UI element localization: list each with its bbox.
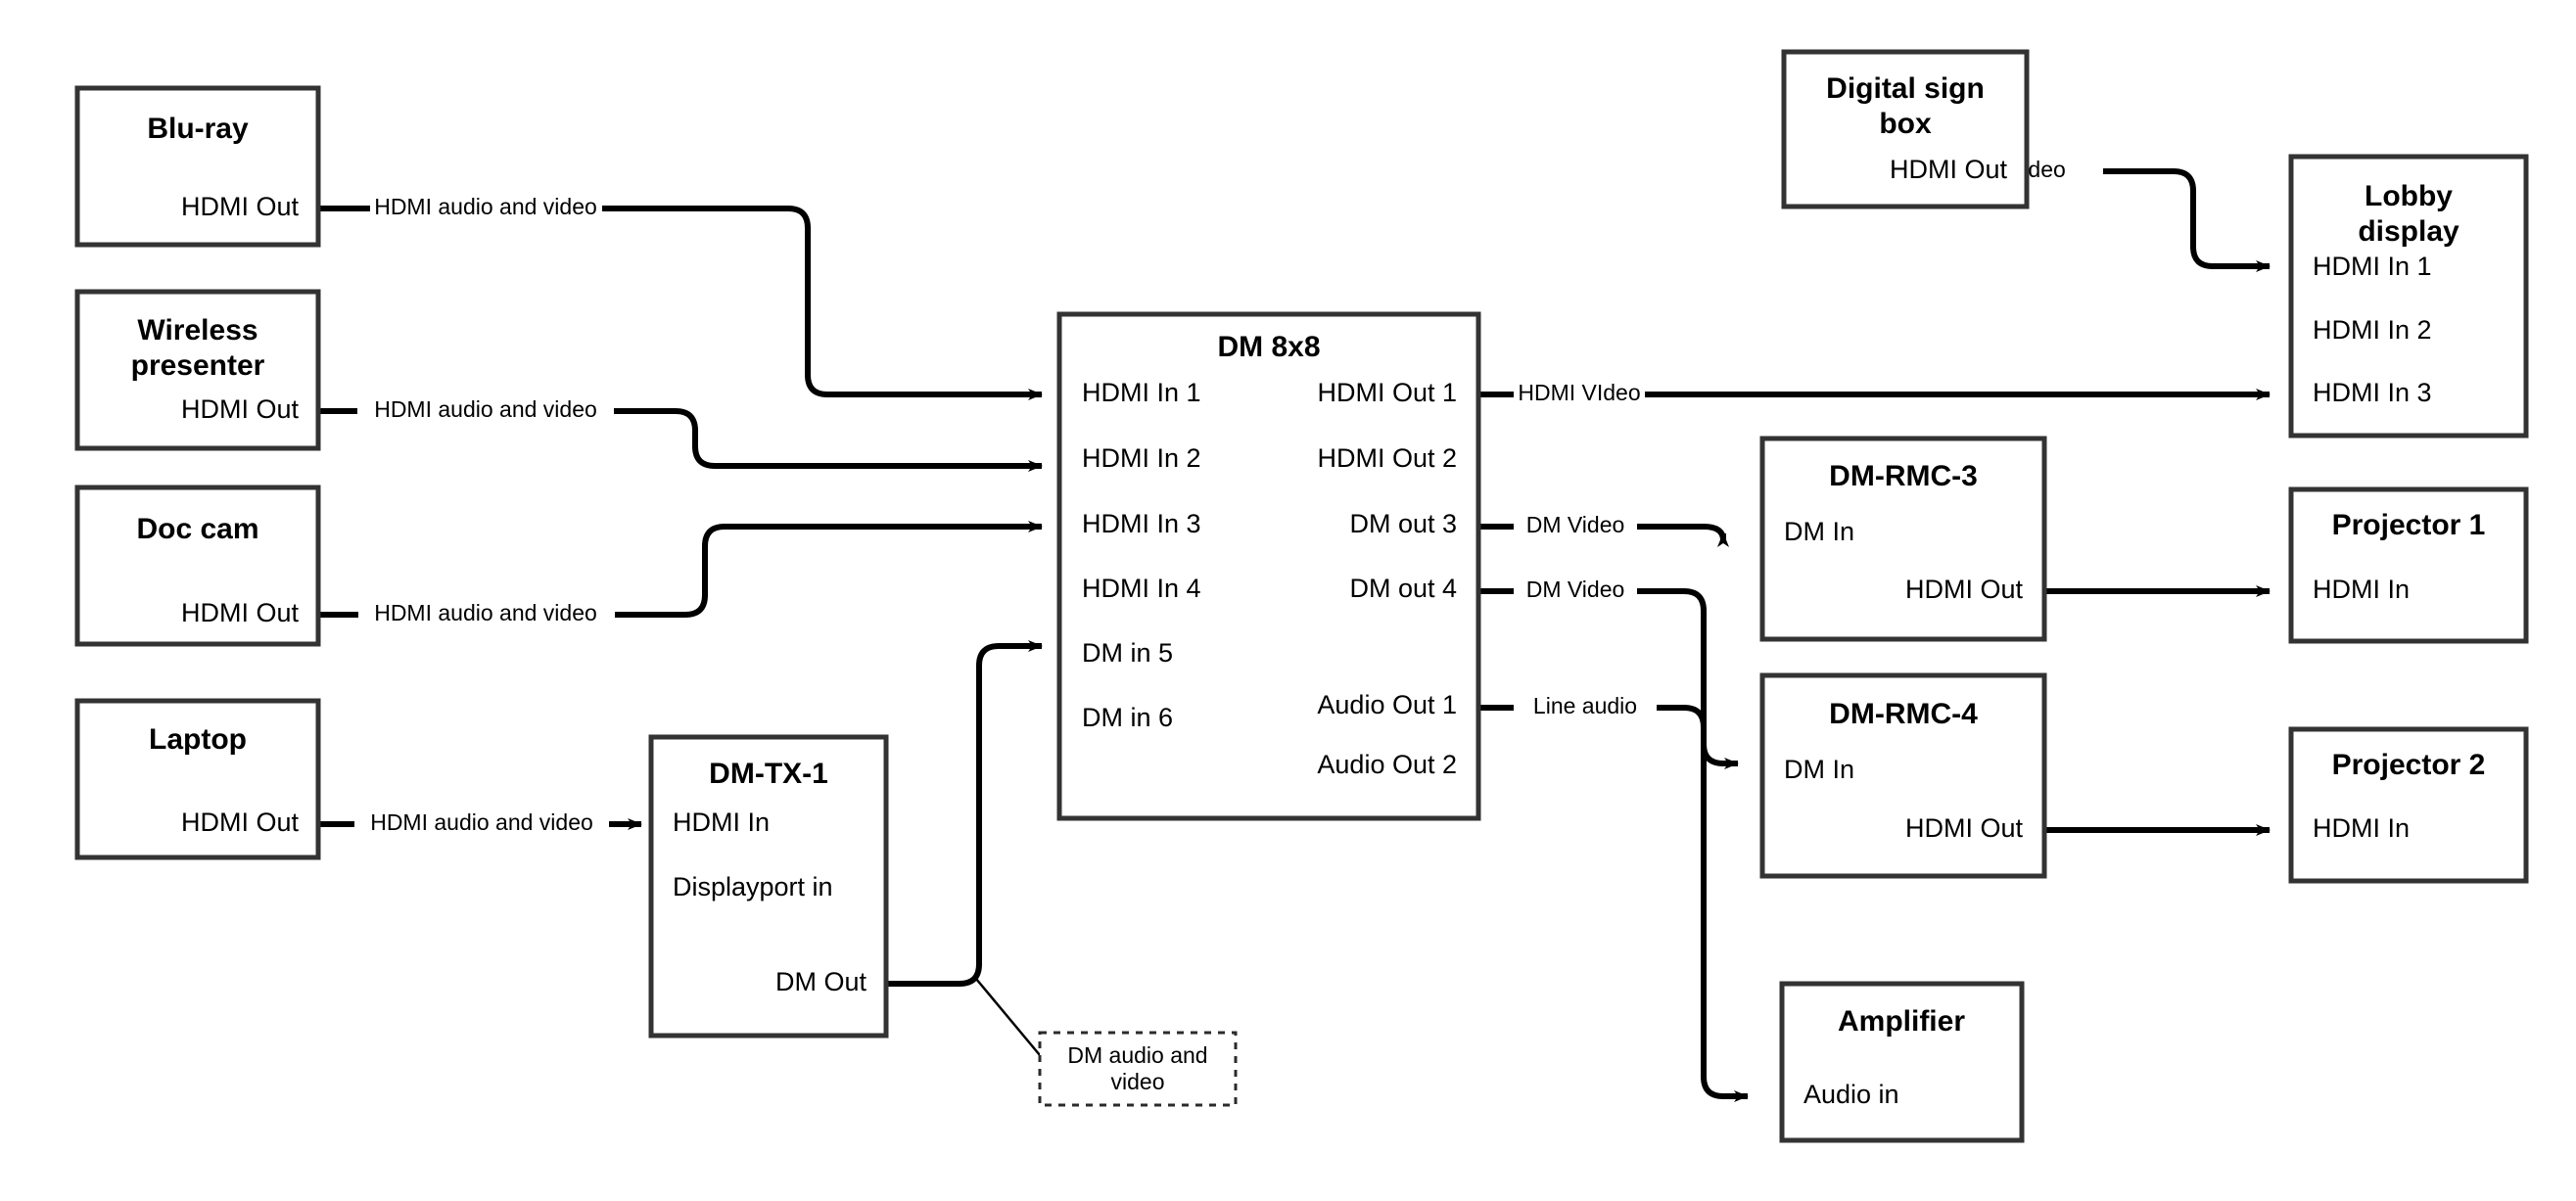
wire-dm8x8-out4-to-rmc4: DM Video xyxy=(1478,577,1739,769)
sign-title-line2: box xyxy=(1879,108,1932,140)
dm8x8-input-5: DM in 5 xyxy=(1082,638,1173,668)
wireless-port-hdmi-out: HDMI Out xyxy=(181,394,300,424)
rmc4-port-dm-in: DM In xyxy=(1784,755,1854,784)
dm8x8-input-4: HDMI In 4 xyxy=(1082,574,1201,603)
note-line2: video xyxy=(1111,1069,1165,1094)
device-bluray[interactable]: Blu-ray HDMI Out xyxy=(74,85,321,248)
dm8x8-input-3: HDMI In 3 xyxy=(1082,509,1201,538)
rmc3-port-dm-in: DM In xyxy=(1784,517,1854,546)
edge-label-wireless: HDMI audio and video xyxy=(374,396,597,422)
dm8x8-input-2: HDMI In 2 xyxy=(1082,443,1201,473)
projector2-title: Projector 2 xyxy=(2332,749,2486,781)
dm8x8-output-1: HDMI Out 1 xyxy=(1317,378,1457,407)
dmtx1-title: DM-TX-1 xyxy=(709,758,828,790)
device-dm-8x8[interactable]: DM 8x8 HDMI In 1 HDMI In 2 HDMI In 3 HDM… xyxy=(1056,311,1481,821)
wire-dm8x8-out3-to-rmc3: DM Video xyxy=(1478,512,1729,547)
wireless-title-line2: presenter xyxy=(131,349,265,382)
bluray-title: Blu-ray xyxy=(147,113,249,145)
dm8x8-output-5: Audio Out 1 xyxy=(1317,690,1457,719)
rmc4-title: DM-RMC-4 xyxy=(1829,698,1978,730)
rmc4-port-hdmi-out: HDMI Out xyxy=(1905,813,2024,843)
wire-doccam-to-dm8x8: HDMI audio and video xyxy=(318,521,1043,625)
wireless-title-line1: Wireless xyxy=(137,314,258,346)
projector2-port-hdmi-in: HDMI In xyxy=(2313,813,2410,843)
dmtx1-port-hdmi-in: HDMI In xyxy=(673,808,770,837)
callout-leader-dm-audio-video xyxy=(975,978,1041,1056)
dm8x8-output-3: DM out 3 xyxy=(1349,509,1457,538)
wire-dm8x8-audio1-to-amp: Line audio xyxy=(1478,693,1749,1102)
edge-label-dm-video-3: DM Video xyxy=(1526,512,1625,537)
laptop-title: Laptop xyxy=(149,723,247,756)
device-wireless-presenter[interactable]: Wireless presenter HDMI Out xyxy=(74,289,321,451)
wire-bluray-to-dm8x8: HDMI audio and video xyxy=(318,194,1043,400)
edge-label-line-audio: Line audio xyxy=(1533,693,1637,718)
dmtx1-port-displayport-in: Displayport in xyxy=(673,872,833,901)
device-amplifier[interactable]: Amplifier Audio in xyxy=(1779,981,2025,1143)
edge-label-doccam: HDMI audio and video xyxy=(374,600,597,625)
amplifier-title: Amplifier xyxy=(1838,1005,1965,1038)
amplifier-port-audio-in: Audio in xyxy=(1803,1080,1899,1109)
lobby-title-line1: Lobby xyxy=(2365,180,2453,212)
laptop-port-hdmi-out: HDMI Out xyxy=(181,808,300,837)
doccam-title: Doc cam xyxy=(136,513,258,545)
device-projector-1[interactable]: Projector 1 HDMI In xyxy=(2288,486,2529,644)
edge-label-bluray: HDMI audio and video xyxy=(374,194,597,219)
edge-label-hdmi-video-lobby: HDMI VIdeo xyxy=(1518,380,1640,405)
rmc3-port-hdmi-out: HDMI Out xyxy=(1905,575,2024,604)
wire-dmtx1-to-dm8x8 xyxy=(886,640,1043,987)
wire-dm8x8-out1-to-lobby: HDMI VIdeo xyxy=(1478,380,2271,405)
dm8x8-output-2: HDMI Out 2 xyxy=(1317,443,1457,473)
sign-port-hdmi-out: HDMI Out xyxy=(1890,155,2008,184)
dm8x8-title: DM 8x8 xyxy=(1217,331,1320,363)
lobby-input-1: HDMI In 1 xyxy=(2313,252,2432,281)
dm8x8-input-6: DM in 6 xyxy=(1082,703,1173,732)
dmtx1-port-dm-out: DM Out xyxy=(775,967,867,996)
lobby-input-3: HDMI In 3 xyxy=(2313,378,2432,407)
doccam-port-hdmi-out: HDMI Out xyxy=(181,598,300,627)
device-laptop[interactable]: Laptop HDMI Out xyxy=(74,698,321,860)
bluray-port-hdmi-out: HDMI Out xyxy=(181,192,300,221)
device-projector-2[interactable]: Projector 2 HDMI In xyxy=(2288,726,2529,884)
device-dm-rmc-3[interactable]: DM-RMC-3 DM In HDMI Out xyxy=(1759,436,2047,642)
dm8x8-input-1: HDMI In 1 xyxy=(1082,378,1201,407)
dm8x8-output-4: DM out 4 xyxy=(1349,574,1457,603)
device-digital-sign-box[interactable]: Digital sign box HDMI Out xyxy=(1781,49,2030,209)
wire-wireless-to-dm8x8: HDMI audio and video xyxy=(318,396,1043,472)
device-doc-cam[interactable]: Doc cam HDMI Out xyxy=(74,485,321,647)
sign-title-line1: Digital sign xyxy=(1826,72,1985,105)
note-line1: DM audio and xyxy=(1067,1042,1207,1068)
device-dm-tx-1[interactable]: DM-TX-1 HDMI In Displayport in DM Out xyxy=(648,734,889,1039)
lobby-title-line2: display xyxy=(2358,215,2459,248)
lobby-input-2: HDMI In 2 xyxy=(2313,315,2432,345)
device-lobby-display[interactable]: Lobby display HDMI In 1 HDMI In 2 HDMI I… xyxy=(2288,154,2529,439)
dm8x8-output-6: Audio Out 2 xyxy=(1317,750,1457,779)
wire-laptop-to-dmtx1: HDMI audio and video xyxy=(318,809,642,835)
device-dm-rmc-4[interactable]: DM-RMC-4 DM In HDMI Out xyxy=(1759,672,2047,879)
projector1-port-hdmi-in: HDMI In xyxy=(2313,575,2410,604)
note-dm-audio-and-video: DM audio and video xyxy=(1038,1031,1238,1107)
projector1-title: Projector 1 xyxy=(2332,509,2486,541)
edge-label-dm-video-4: DM Video xyxy=(1526,577,1625,602)
edge-label-laptop: HDMI audio and video xyxy=(370,809,593,835)
rmc3-title: DM-RMC-3 xyxy=(1829,460,1978,492)
